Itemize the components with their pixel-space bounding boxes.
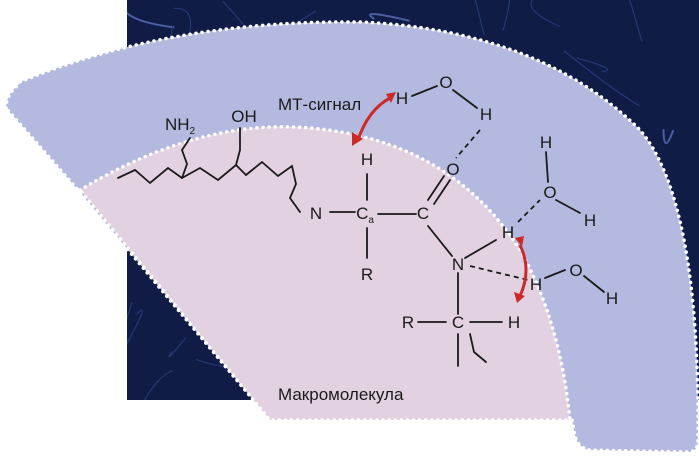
- signal-label: МТ-сигнал: [278, 95, 361, 114]
- background-streak: [127, 302, 133, 321]
- backbone-bonds: [366, 173, 503, 367]
- n-amide-atom: N: [452, 255, 464, 274]
- background-streak: [127, 11, 175, 29]
- water2-h2: H: [584, 211, 596, 230]
- h-amide-atom: H: [502, 223, 514, 242]
- c-lower-atom: C: [452, 313, 464, 332]
- background-streak: [369, 13, 410, 22]
- water3-h1: H: [530, 275, 542, 294]
- water1-o: O: [439, 73, 452, 92]
- water3-h2: H: [606, 289, 618, 308]
- side-chain-lines: [117, 127, 356, 213]
- c-carbonyl-atom: C: [417, 204, 429, 223]
- nh2-label: NH2: [165, 115, 196, 137]
- background-streak: [628, 0, 643, 43]
- h-top-atom: H: [361, 150, 373, 169]
- hydrogen-bonds: [455, 129, 541, 281]
- background-streak: [576, 57, 609, 72]
- water-bonds: [411, 85, 605, 293]
- oh-label: OH: [231, 107, 257, 126]
- n-left-atom: N: [310, 204, 322, 223]
- atom-labels: NH2 OH N Ca C O H R N H C R H H O H H O …: [165, 73, 618, 332]
- water2-o: O: [543, 183, 556, 202]
- background-streak: [144, 369, 173, 400]
- r-lower-atom: R: [402, 313, 414, 332]
- background-streak: [530, 0, 561, 28]
- water1-h1: H: [396, 89, 408, 108]
- c-alpha-atom: Ca: [356, 204, 374, 226]
- background-streak: [662, 129, 675, 145]
- water1-h2: H: [480, 105, 492, 124]
- macromolecule-label: Макромолекула: [278, 385, 404, 404]
- macromolecule-region: [77, 125, 572, 422]
- background-streak: [563, 50, 640, 107]
- background-streak: [474, 0, 485, 35]
- h-lower-atom: H: [508, 313, 520, 332]
- r-left-atom: R: [361, 265, 373, 284]
- water3-o: O: [569, 261, 582, 280]
- background-streak: [502, 0, 511, 31]
- water2-h1: H: [540, 133, 552, 152]
- signal-arrows: [352, 92, 528, 303]
- background-streak: [168, 336, 187, 358]
- background-streak: [127, 309, 143, 345]
- o-carbonyl-atom: O: [446, 160, 459, 179]
